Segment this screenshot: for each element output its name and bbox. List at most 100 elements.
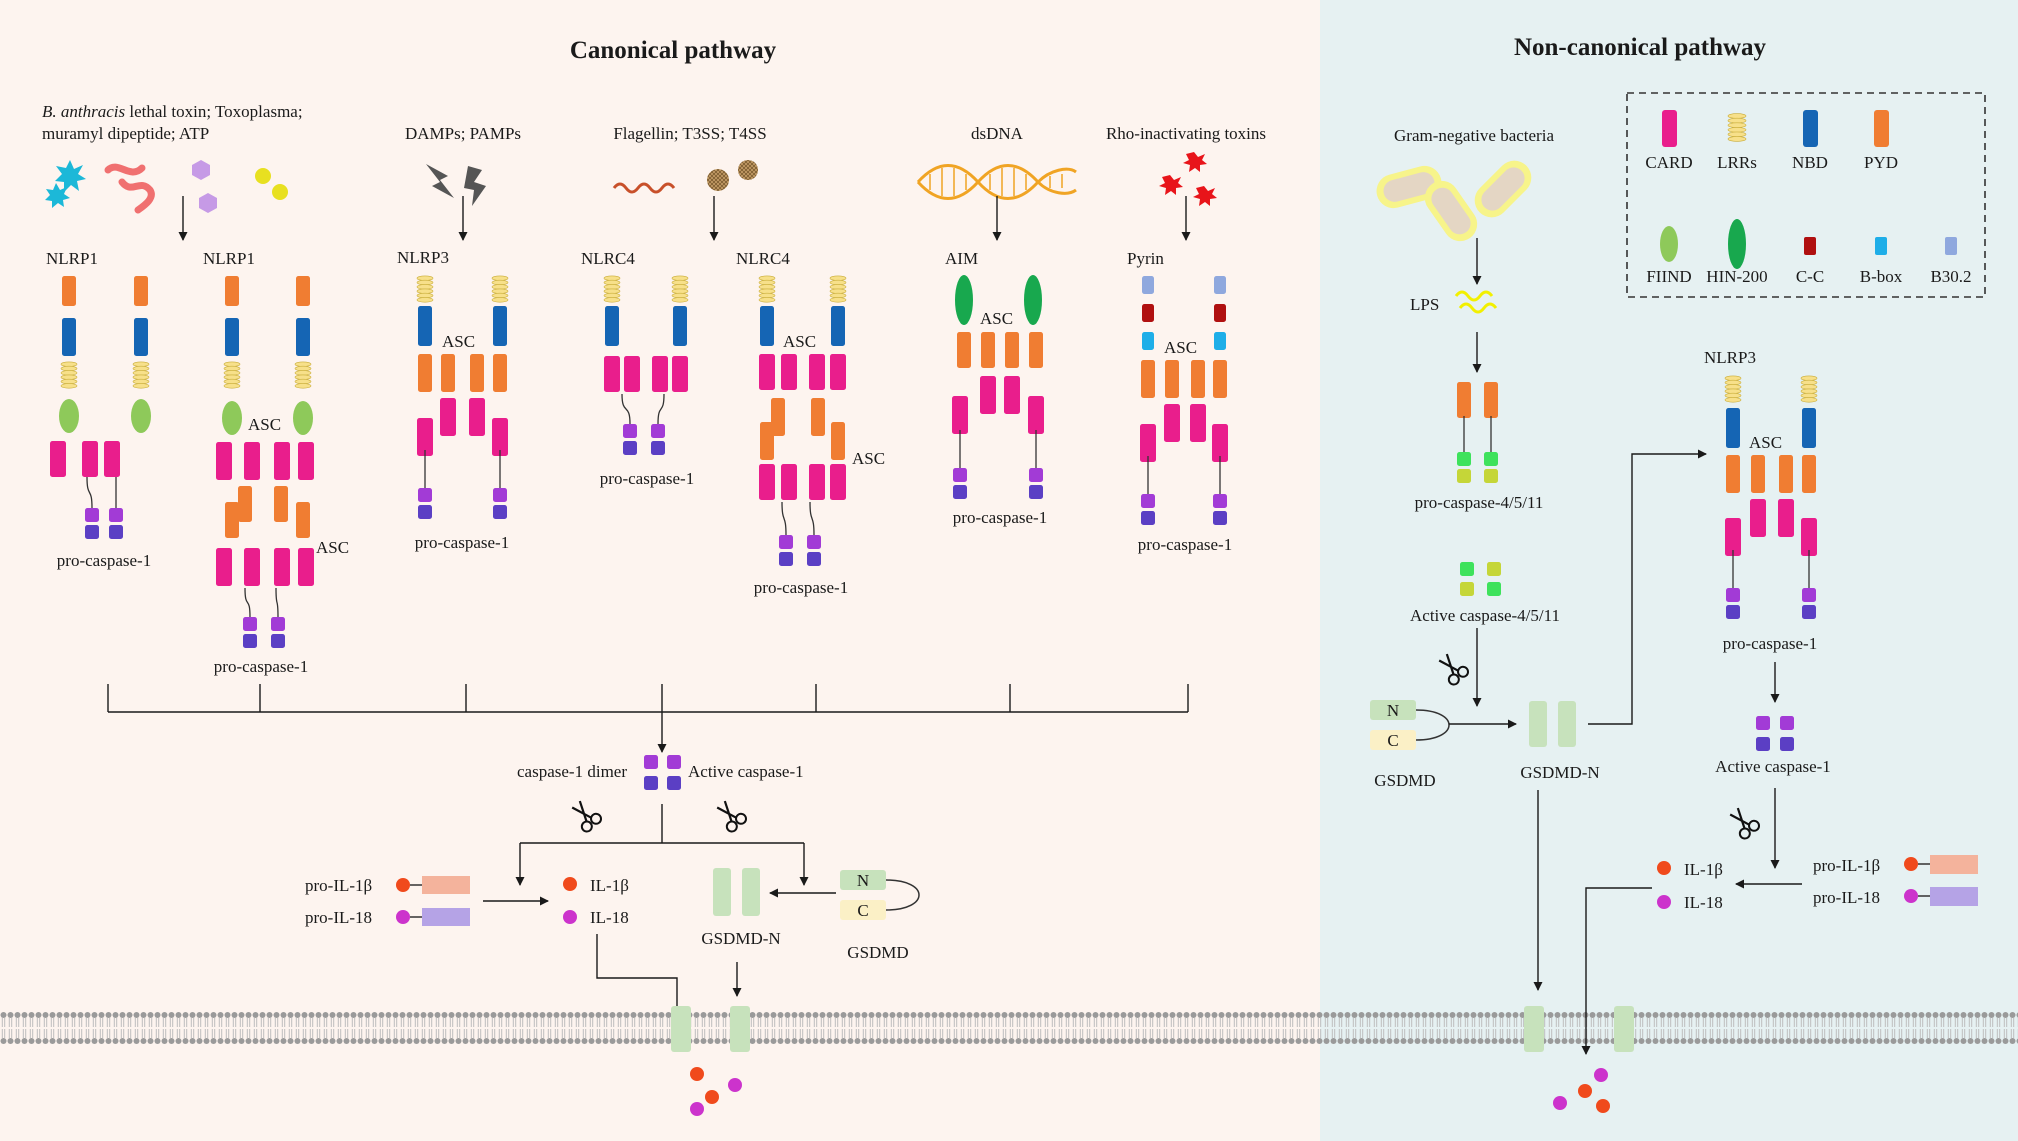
il18-dot-canon [563, 910, 577, 924]
caspase-1-dimer-label: caspase-1 dimer [517, 762, 627, 781]
card-domain [82, 441, 98, 477]
il1b-label-noncanon: IL-1β [1684, 860, 1723, 879]
hin200-domain [955, 275, 973, 325]
linker [657, 393, 665, 425]
legend-item-nbd: NBD [1792, 110, 1828, 172]
card-domain [1190, 404, 1206, 442]
lrr-domain [1724, 375, 1742, 403]
gsdmd-n-label-noncanon: GSDMD-N [1520, 763, 1599, 782]
pro-caspase-1-aim: pro-caspase-1 [953, 508, 1047, 527]
caspase-p20 [1802, 588, 1816, 602]
card-domain [980, 376, 996, 414]
gsdmd-label-canon: GSDMD [847, 943, 908, 962]
card-domain [952, 396, 968, 434]
lrr-domain [132, 361, 150, 389]
nbd-domain [1726, 408, 1740, 448]
legend-label: PYD [1864, 153, 1898, 172]
caspase-p20 [1213, 494, 1227, 508]
il1b-dot-noncanon [1657, 861, 1671, 875]
caspase-p10 [85, 525, 99, 539]
dsdna-icon [916, 164, 1077, 200]
caspase-p20 [1029, 468, 1043, 482]
caspase-p10 [418, 505, 432, 519]
card-domain [244, 548, 260, 586]
pro-il18-label-noncanon: pro-IL-18 [1813, 888, 1880, 907]
pyd-domain [1802, 455, 1816, 493]
fiind-domain [222, 401, 242, 435]
il1b-label-canon: IL-1β [590, 876, 629, 895]
card-domain [759, 354, 775, 390]
pyd-domain [225, 502, 239, 538]
pyd-domain [1484, 382, 1498, 418]
active-caspase-1-label-noncanon: Active caspase-1 [1715, 757, 1831, 776]
lrr-domain [758, 275, 776, 303]
lrr-domain [671, 275, 689, 303]
legend-label: LRRs [1717, 153, 1757, 172]
flagellin-icons [612, 160, 758, 194]
legend-label: NBD [1792, 153, 1828, 172]
nbd-domain [493, 306, 507, 346]
pyd-domain [831, 422, 845, 460]
asc-label-pyrin: ASC [1164, 338, 1197, 357]
card-domain [216, 548, 232, 586]
pyd-domain [493, 354, 507, 392]
cc-domain [1142, 304, 1154, 322]
legend-label: B30.2 [1930, 267, 1971, 286]
scissors-icon [571, 800, 603, 833]
pro-caspase-1-noncanonical: pro-caspase-1 [1723, 634, 1817, 653]
pyd-domain [1457, 382, 1471, 418]
pro-caspase-4-label: pro-caspase-4/5/11 [1415, 493, 1544, 512]
asc-label-nlrp1-1: ASC [248, 415, 281, 434]
card-domain [104, 441, 120, 477]
card-domain [1750, 499, 1766, 537]
pro-caspase-1-nlrp1-a: pro-caspase-1 [57, 551, 151, 570]
caspase-p10 [1726, 605, 1740, 619]
caspase-p10 [1802, 605, 1816, 619]
nlrp1-label-b: NLRP1 [203, 249, 255, 268]
linker [275, 587, 279, 618]
caspase-4-p10 [1484, 469, 1498, 483]
card-domain [830, 354, 846, 390]
il18-label-canon: IL-18 [590, 908, 629, 927]
pyd-domain [134, 276, 148, 306]
caspase-p20 [807, 535, 821, 549]
il18-dot-noncanon [1657, 895, 1671, 909]
caspase-p20 [109, 508, 123, 522]
nlrp1-stimuli-line2: muramyl dipeptide; ATP [42, 124, 209, 143]
card-domain [274, 442, 290, 480]
caspase-p10 [271, 634, 285, 648]
pyd-domain [811, 398, 825, 436]
canonical-title: Canonical pathway [570, 37, 777, 64]
b30-2-domain [1142, 276, 1154, 294]
gsdmd-full-canon [840, 870, 920, 920]
legend-item-lrrs: LRRs [1717, 113, 1757, 172]
asc-label-noncanonical: ASC [1749, 433, 1782, 452]
caspase-p20 [418, 488, 432, 502]
scissors-icon [1729, 807, 1761, 840]
pyd-domain [981, 332, 995, 368]
caspase-p10 [1029, 485, 1043, 499]
card-domain [652, 356, 668, 392]
caspase-p20 [644, 755, 658, 769]
caspase-p20 [651, 424, 665, 438]
pro-caspase-1-nlrc4-b: pro-caspase-1 [754, 578, 848, 597]
gsdmd-c-letter-noncanon: C [1387, 731, 1398, 750]
caspase-p20 [1756, 716, 1770, 730]
legend-label: C-C [1796, 267, 1824, 286]
pyd-domain [418, 354, 432, 392]
pyd-domain [1165, 360, 1179, 398]
linker [781, 501, 787, 536]
linker [86, 476, 93, 509]
caspase-p20 [493, 488, 507, 502]
card-domain [216, 442, 232, 480]
pyd-domain [1213, 360, 1227, 398]
card-domain [809, 464, 825, 500]
scissors-icon [716, 800, 748, 833]
asc-label-nlrc4-1: ASC [783, 332, 816, 351]
pro-cytokine-shapes-canon [396, 876, 470, 926]
caspase-p10 [651, 441, 665, 455]
card-domain [469, 398, 485, 436]
card-domain [830, 464, 846, 500]
pyd-domain [238, 486, 252, 522]
